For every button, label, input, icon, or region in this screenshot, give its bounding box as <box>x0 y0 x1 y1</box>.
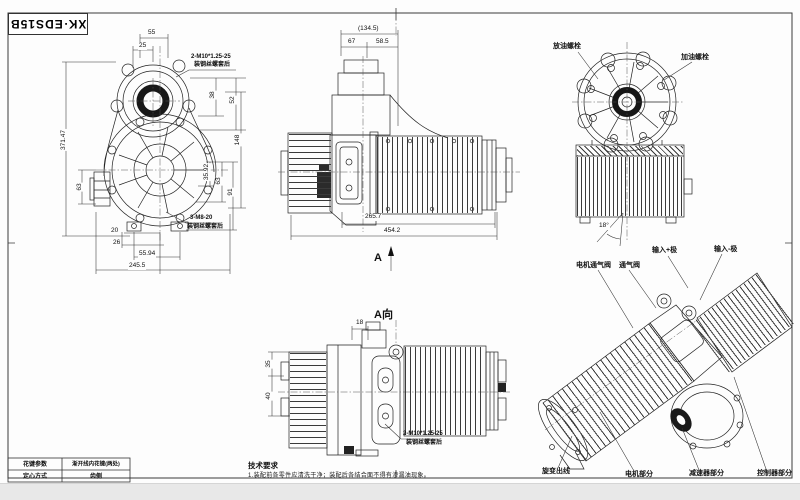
a-view-dim-40: 40 <box>264 391 273 401</box>
side-dim-265-7: 265.7 <box>364 213 383 221</box>
front-dim-35-92: 35.92 <box>202 162 211 182</box>
spline-table-row0-value: 渐开线内花键(两处) <box>72 460 120 467</box>
front-note-bottom-text: 装钢丝螺套后 <box>187 224 224 230</box>
input-positive-label: 输入+极 <box>652 247 678 254</box>
side-dim-58-5: 58.5 <box>375 38 390 46</box>
front-dim-63-right: 63 <box>214 176 223 186</box>
a-view-note-text: 装钢丝螺套后 <box>406 440 443 446</box>
a-view-note-spec: 2-M10*1.25-25 <box>403 431 443 437</box>
drain-plug-label: 放油螺栓 <box>553 43 581 50</box>
front-dim-148: 148 <box>233 133 242 147</box>
a-view-motor-fins <box>405 347 485 435</box>
input-negative-terminal <box>681 305 697 321</box>
title-block: XK·EDS15B <box>8 13 88 35</box>
resolver-out-label: 旋变出线 <box>542 468 570 475</box>
front-dim-26: 26 <box>112 239 122 247</box>
side-dim-454-2: 454.2 <box>383 227 402 235</box>
input-positive-terminal <box>656 293 672 309</box>
rear-heatsink-hatch <box>577 146 683 156</box>
front-dim-25: 25 <box>138 42 148 50</box>
front-dim-38: 38 <box>208 90 217 100</box>
front-dim-245-5: 245.5 <box>128 262 147 270</box>
front-centerlines <box>96 46 228 242</box>
side-dim-134-5: (134.5) <box>357 25 380 33</box>
front-dimension-lines <box>62 34 246 274</box>
a-view-title: A向 <box>374 309 393 321</box>
a-view-linework <box>280 321 507 457</box>
spline-table-row0-label: 花键参数 <box>22 461 48 468</box>
front-note-top-spec: 2-M10*1.25-25 <box>191 54 231 60</box>
tech-requirements-heading: 技术要求 <box>248 461 278 470</box>
side-motor-fins <box>377 137 481 213</box>
fill-plug-label: 加油螺栓 <box>681 54 709 61</box>
side-dim-67: 67 <box>347 38 357 46</box>
angle-18-label: 18° <box>598 222 610 230</box>
vent-valve-label: 通气阀 <box>619 262 640 269</box>
side-left-block-fins <box>289 134 331 212</box>
a-view-dim-35: 35 <box>264 359 273 369</box>
front-dim-63-left: 63 <box>75 182 84 192</box>
front-note-top-text: 装钢丝螺套后 <box>194 62 231 68</box>
spline-table-grid <box>7 457 131 483</box>
motor-part-label: 电机部分 <box>625 471 653 478</box>
input-negative-label: 输入-极 <box>714 246 738 253</box>
side-dimension-lines <box>290 30 498 271</box>
spline-table-row1-label: 定心方式 <box>22 473 48 480</box>
front-dim-55: 55 <box>147 29 157 37</box>
a-view-dimension-lines <box>268 326 438 440</box>
spline-table-row1-value: 齿侧 <box>89 473 103 480</box>
rear-leaders-angle <box>577 51 693 247</box>
front-dim-91: 91 <box>226 187 235 197</box>
front-view-linework <box>89 59 217 232</box>
front-note-bottom-spec: 3-M8-20 <box>190 215 213 221</box>
model-code: XK·EDS15B <box>9 17 87 31</box>
front-dim-55-94: 55.94 <box>138 250 157 258</box>
section-a-arrow <box>388 246 394 256</box>
section-a-label: A <box>374 252 382 264</box>
a-view-dim-18: 18 <box>355 319 365 327</box>
front-dim-371-47: 371.47 <box>59 129 68 151</box>
front-dim-52: 52 <box>228 95 237 105</box>
iso-view-linework <box>538 272 793 470</box>
front-dim-20: 20 <box>110 227 120 235</box>
reducer-part-label: 减速器部分 <box>689 470 724 477</box>
rear-heatsink-fins <box>577 157 683 216</box>
motor-vent-valve-label: 电机通气阀 <box>576 262 611 269</box>
bottom-gray-band <box>0 483 800 500</box>
iso-leader-lines <box>557 253 767 472</box>
a-view-left-block-fins <box>290 353 326 447</box>
controller-part-label: 控制器部分 <box>757 470 792 477</box>
tech-requirements-line: 1.装配前各零件应清洗干净；装配后各结合面不得有渗漏油现象。 <box>248 473 431 479</box>
